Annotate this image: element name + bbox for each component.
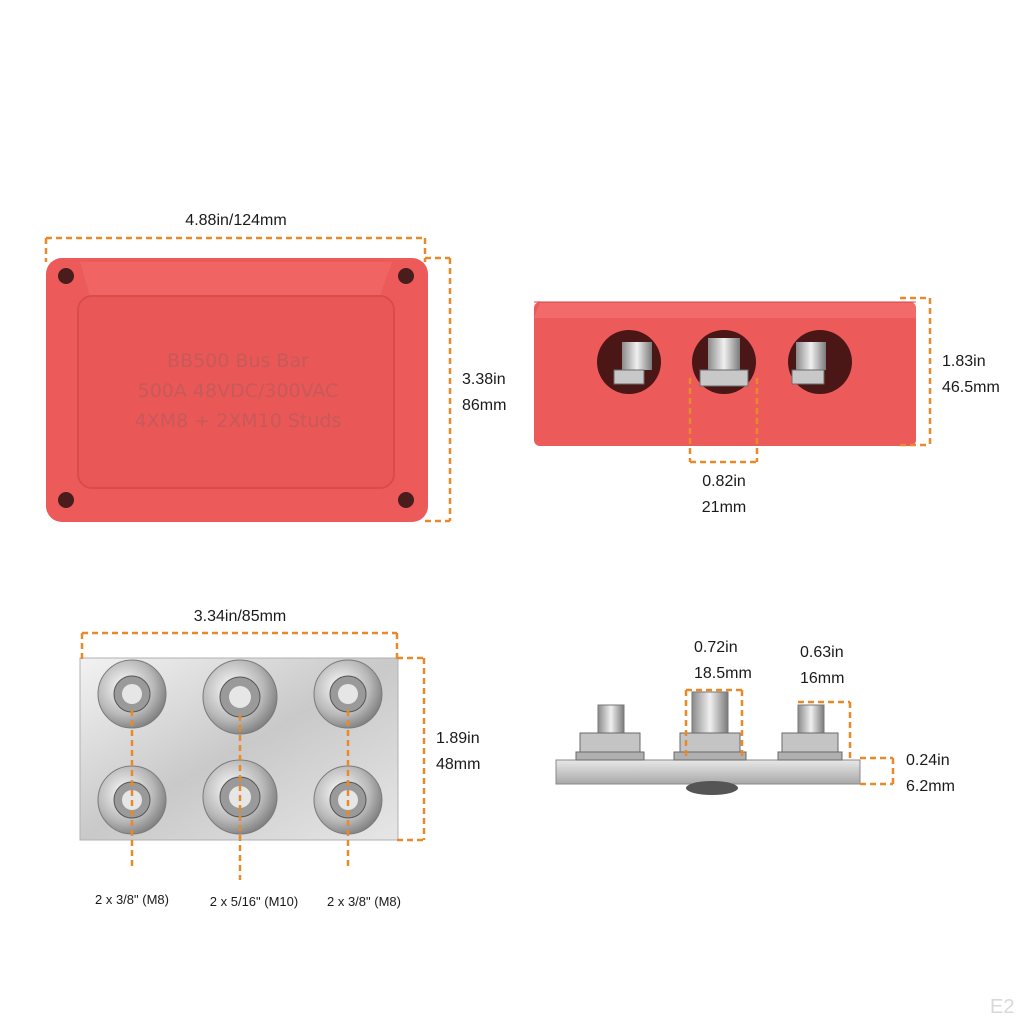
emboss-line-3: 4XM8 + 2XM10 Studs [135,410,342,432]
profile-m8-mm-label: 16mm [800,670,844,687]
side-hole-right [788,330,852,394]
profile-plate [555,759,861,785]
top-view: BB500 Bus Bar 500A 48VDC/300VAC 4XM8 + 2… [44,212,506,523]
profile-stud-center [673,691,747,761]
screw-hole-icon [398,492,414,508]
watermark: E2 [990,996,1014,1018]
profile-stud-left [575,704,645,761]
profile-m8-in-label: 0.63in [800,644,844,661]
profile-m10-mm-label: 18.5mm [694,665,752,682]
nut-top-right-icon [313,659,383,729]
cover-recessed-panel [77,295,395,489]
side-hole-left [597,330,661,394]
emboss-line-2: 500A 48VDC/300VAC [138,380,339,402]
base-width-label: 3.34in/85mm [194,608,287,625]
screw-hole-icon [398,268,414,284]
screw-hole-icon [58,492,74,508]
profile-plate-in-label: 0.24in [906,752,950,769]
top-height-in-label: 3.38in [462,371,506,388]
base-height-mm-label: 48mm [436,756,480,773]
side-view: 1.83in 46.5mm 0.82in 21mm [534,296,1000,516]
base-height-in-label: 1.89in [436,730,480,747]
top-width-label: 4.88in/124mm [185,212,286,229]
profile-plate-mm-label: 6.2mm [906,778,955,795]
profile-bottom-bolt [686,781,738,795]
base-view: 3.34in/85mm 1.89in 48mm 2 x 3/8" (M8) 2 … [79,608,480,909]
side-hole-center [692,330,756,394]
profile-stud-right [777,704,843,761]
emboss-line-1: BB500 Bus Bar [167,350,309,372]
screw-hole-icon [58,268,74,284]
stud-right-label: 2 x 3/8" (M8) [327,894,401,909]
side-height-mm-label: 46.5mm [942,379,1000,396]
profile-m10-in-label: 0.72in [694,639,738,656]
nut-top-left-icon [97,659,167,729]
side-hole-mm-label: 21mm [702,499,746,516]
side-hole-in-label: 0.82in [702,473,746,490]
profile-view: 0.72in 18.5mm 0.63in 16mm 0.24in 6.2mm [555,639,955,795]
stud-left-label: 2 x 3/8" (M8) [95,892,169,907]
stud-center-label: 2 x 5/16" (M10) [210,894,298,909]
nut-top-center-icon [202,659,278,735]
top-height-mm-label: 86mm [462,397,506,414]
side-height-in-label: 1.83in [942,353,986,370]
